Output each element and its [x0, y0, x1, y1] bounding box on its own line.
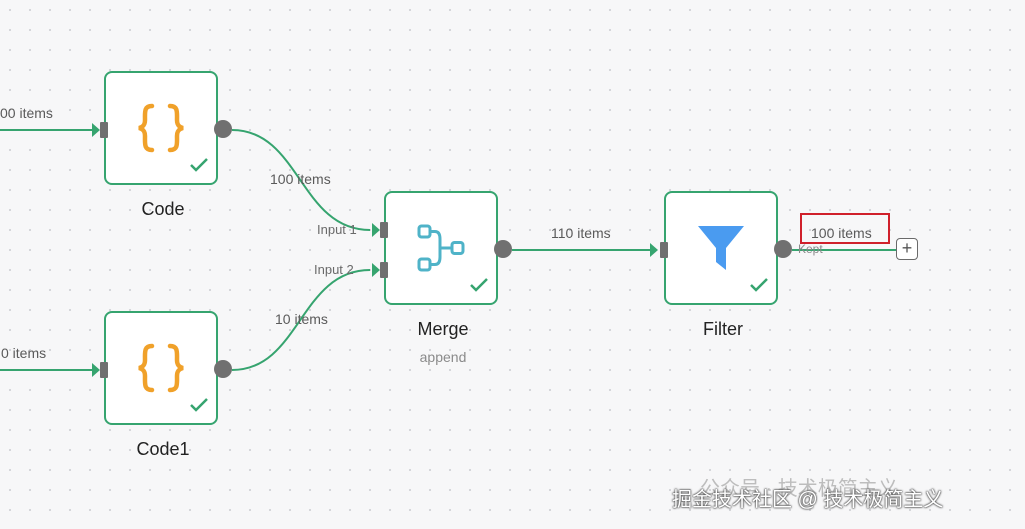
- code1-input-handle[interactable]: [100, 362, 108, 378]
- edge-label-into-code1: 0 items: [1, 345, 47, 361]
- filter-node[interactable]: [664, 191, 778, 305]
- merge-output-handle[interactable]: [494, 240, 512, 258]
- edge-merge-to-filter-arrow: [650, 243, 658, 257]
- code-node[interactable]: [104, 71, 218, 185]
- merge-node[interactable]: [384, 191, 498, 305]
- curly-braces-icon: [106, 313, 216, 423]
- filter-output-label: Kept: [798, 242, 823, 256]
- checkmark-icon: [190, 398, 208, 417]
- checkmark-icon: [470, 278, 488, 297]
- filter-input-handle[interactable]: [660, 242, 668, 258]
- merge-input2-label: Input 2: [314, 262, 354, 277]
- merge-icon: [386, 193, 496, 303]
- edge-label-merge-to-filter: 110 items: [551, 225, 611, 241]
- code-output-handle[interactable]: [214, 120, 232, 138]
- edge-code1-to-merge[interactable]: [231, 269, 371, 371]
- edge-code-to-merge-arrow: [372, 223, 380, 237]
- edge-into-code1-arrow: [92, 363, 100, 377]
- merge-input2-handle[interactable]: [380, 262, 388, 278]
- filter-node-title: Filter: [703, 319, 743, 339]
- code-node-title: Code: [141, 199, 185, 219]
- add-node-button[interactable]: +: [896, 238, 918, 260]
- merge-input1-handle[interactable]: [380, 222, 388, 238]
- merge-input1-label: Input 1: [317, 222, 357, 237]
- code-input-handle[interactable]: [100, 122, 108, 138]
- watermark-wechat: 公众号 · 技术极简主义: [700, 478, 898, 500]
- merge-node-subtitle: append: [419, 349, 467, 365]
- edge-label-into-code: 00 items: [0, 105, 53, 121]
- edge-code-to-merge[interactable]: [231, 129, 371, 231]
- highlight-box: [800, 213, 890, 244]
- edge-code1-to-merge-arrow: [372, 263, 380, 277]
- watermark-juejin: 掘金技术社区 @ 技术极简主义: [672, 489, 944, 511]
- code1-node-title: Code1: [136, 439, 190, 459]
- filter-output-handle[interactable]: [774, 240, 792, 258]
- checkmark-icon: [190, 158, 208, 177]
- edge-label-filter-out: 100 items: [811, 225, 872, 241]
- merge-node-title: Merge: [417, 319, 469, 339]
- edge-label-code1-to-merge: 10 items: [275, 311, 328, 327]
- curly-braces-icon: [106, 73, 216, 183]
- funnel-icon: [666, 193, 776, 303]
- edge-label-code-to-merge: 100 items: [270, 171, 331, 187]
- edge-into-code-arrow: [92, 123, 100, 137]
- code1-output-handle[interactable]: [214, 360, 232, 378]
- checkmark-icon: [750, 278, 768, 297]
- code1-node[interactable]: [104, 311, 218, 425]
